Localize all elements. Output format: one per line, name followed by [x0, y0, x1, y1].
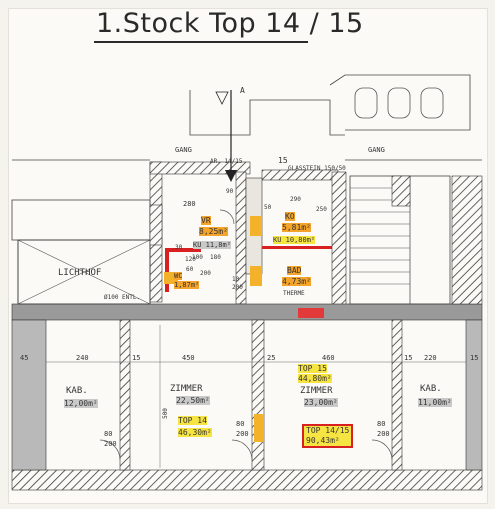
dim-200-a: 200 — [200, 270, 211, 277]
wall-left-outer — [11, 319, 47, 471]
wall-lower-1 — [119, 319, 131, 471]
red-marker-wc — [165, 248, 201, 252]
gang-left-label: GANG — [175, 146, 192, 154]
dim-80-c: 80 — [377, 420, 386, 428]
gang-right-label: GANG — [368, 146, 385, 154]
lichthof-label: LICHTHOF — [58, 268, 102, 278]
top15-name: TOP 15 — [298, 364, 327, 373]
dim-120: 120 — [185, 256, 196, 263]
shaft-label: AR. 14/15 — [210, 158, 243, 165]
wall-bottom — [11, 469, 483, 491]
wall-lower-3 — [391, 319, 403, 471]
room-ko-name: KO — [285, 212, 295, 221]
dim-15-c: 15 — [470, 354, 479, 362]
top14-name: TOP 14 — [178, 416, 207, 425]
dim-100: 100 — [192, 254, 203, 261]
room-ko-area: 5,81m² — [282, 223, 311, 232]
room-zimmer-right-area: 23,00m² — [304, 398, 338, 407]
shaft-number: 15 — [278, 156, 288, 165]
dim-15-b: 15 — [404, 354, 413, 362]
dim-200-d: 200 — [236, 430, 249, 438]
plan-title: 1.Stock Top 14 / 15 — [96, 8, 364, 39]
wall-lower-2 — [251, 319, 265, 471]
dim-45: 45 — [20, 354, 29, 362]
dim-180: 180 — [210, 254, 221, 261]
dim-25: 25 — [267, 354, 276, 362]
dim-280: 280 — [183, 200, 196, 208]
room-bad-area: 4,73m² — [282, 277, 311, 286]
dim-200-c: 200 — [104, 440, 117, 448]
dim-15-a: 15 — [132, 354, 141, 362]
dim-450: 450 — [182, 354, 195, 362]
wall-main-horizontal — [11, 303, 483, 321]
section-marker-label: A — [240, 86, 245, 95]
dim-60: 60 — [186, 266, 194, 273]
room-vr-area: 8,25m² — [199, 227, 228, 236]
red-block — [298, 308, 324, 318]
entl-label: Ø100 ENTL. — [104, 294, 141, 301]
dim-80-b: 80 — [236, 420, 245, 428]
room-vr-name: VR — [201, 216, 211, 225]
room-bad-name: BAD — [287, 266, 302, 275]
wall-top-left — [149, 161, 251, 175]
room-wc-name: WC — [174, 272, 183, 280]
room-wc-area: 1,87m² — [174, 281, 200, 289]
dim-10: 10 — [232, 276, 240, 283]
top14-area: 46,30m² — [178, 428, 212, 437]
room-zimmer-left-name: ZIMMER — [170, 384, 203, 394]
room-kab-left-name: KAB. — [66, 386, 88, 396]
therme-label: THERME — [283, 290, 305, 297]
dim-460: 460 — [322, 354, 335, 362]
dim-220: 220 — [424, 354, 437, 362]
room-kab-right-name: KAB. — [420, 384, 442, 394]
dim-80-a: 80 — [104, 430, 113, 438]
wall-right-outer — [465, 319, 483, 471]
glass-label: GLASSTEIN 150/50 — [288, 165, 346, 172]
title-underline — [94, 41, 308, 43]
dim-90: 90 — [226, 188, 234, 195]
dim-240: 240 — [76, 354, 89, 362]
wall-right-vertical — [331, 171, 347, 307]
room-zimmer-right-name: ZIMMER — [300, 386, 333, 396]
dim-30: 30 — [175, 244, 183, 251]
dim-200-e: 200 — [377, 430, 390, 438]
dim-250: 250 — [316, 206, 327, 213]
room-kab-left-area: 12,00m² — [64, 399, 98, 408]
dim-290: 290 — [290, 196, 301, 203]
room-ku-right: KU 10,80m² — [273, 236, 316, 244]
room-zimmer-left-area: 22,50m² — [176, 396, 210, 405]
top15-area: 44,80m² — [298, 374, 332, 383]
red-line-ku — [262, 246, 332, 249]
room-ku-left: KU 11,8m² — [193, 241, 231, 249]
dim-500: 500 — [161, 408, 169, 419]
dim-200-b: 200 — [232, 284, 243, 291]
room-kab-right-area: 11,00m² — [418, 398, 452, 407]
dim-50: 50 — [264, 204, 272, 211]
